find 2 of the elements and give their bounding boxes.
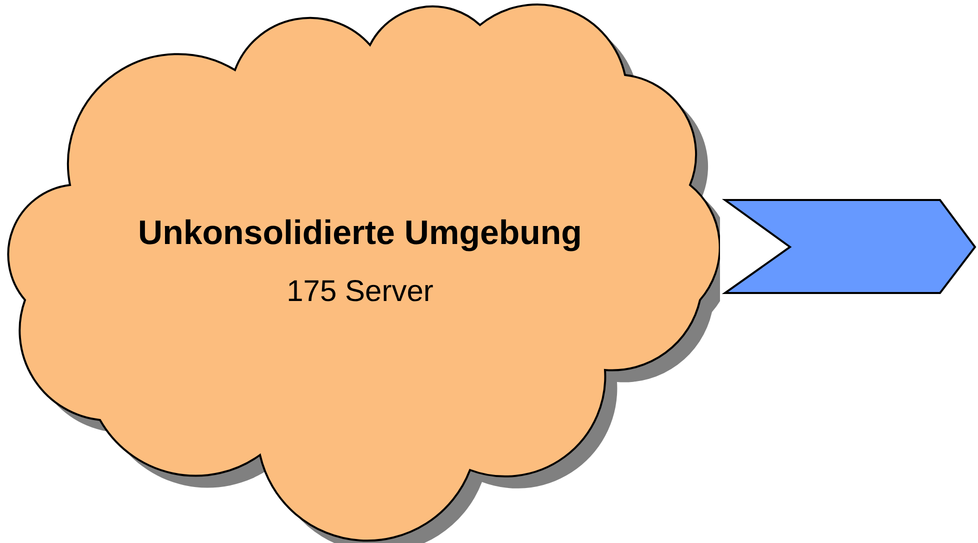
- server-count-text: 175 Server: [286, 275, 434, 309]
- heading-text: Unkonsolidierte Umgebung: [138, 214, 582, 253]
